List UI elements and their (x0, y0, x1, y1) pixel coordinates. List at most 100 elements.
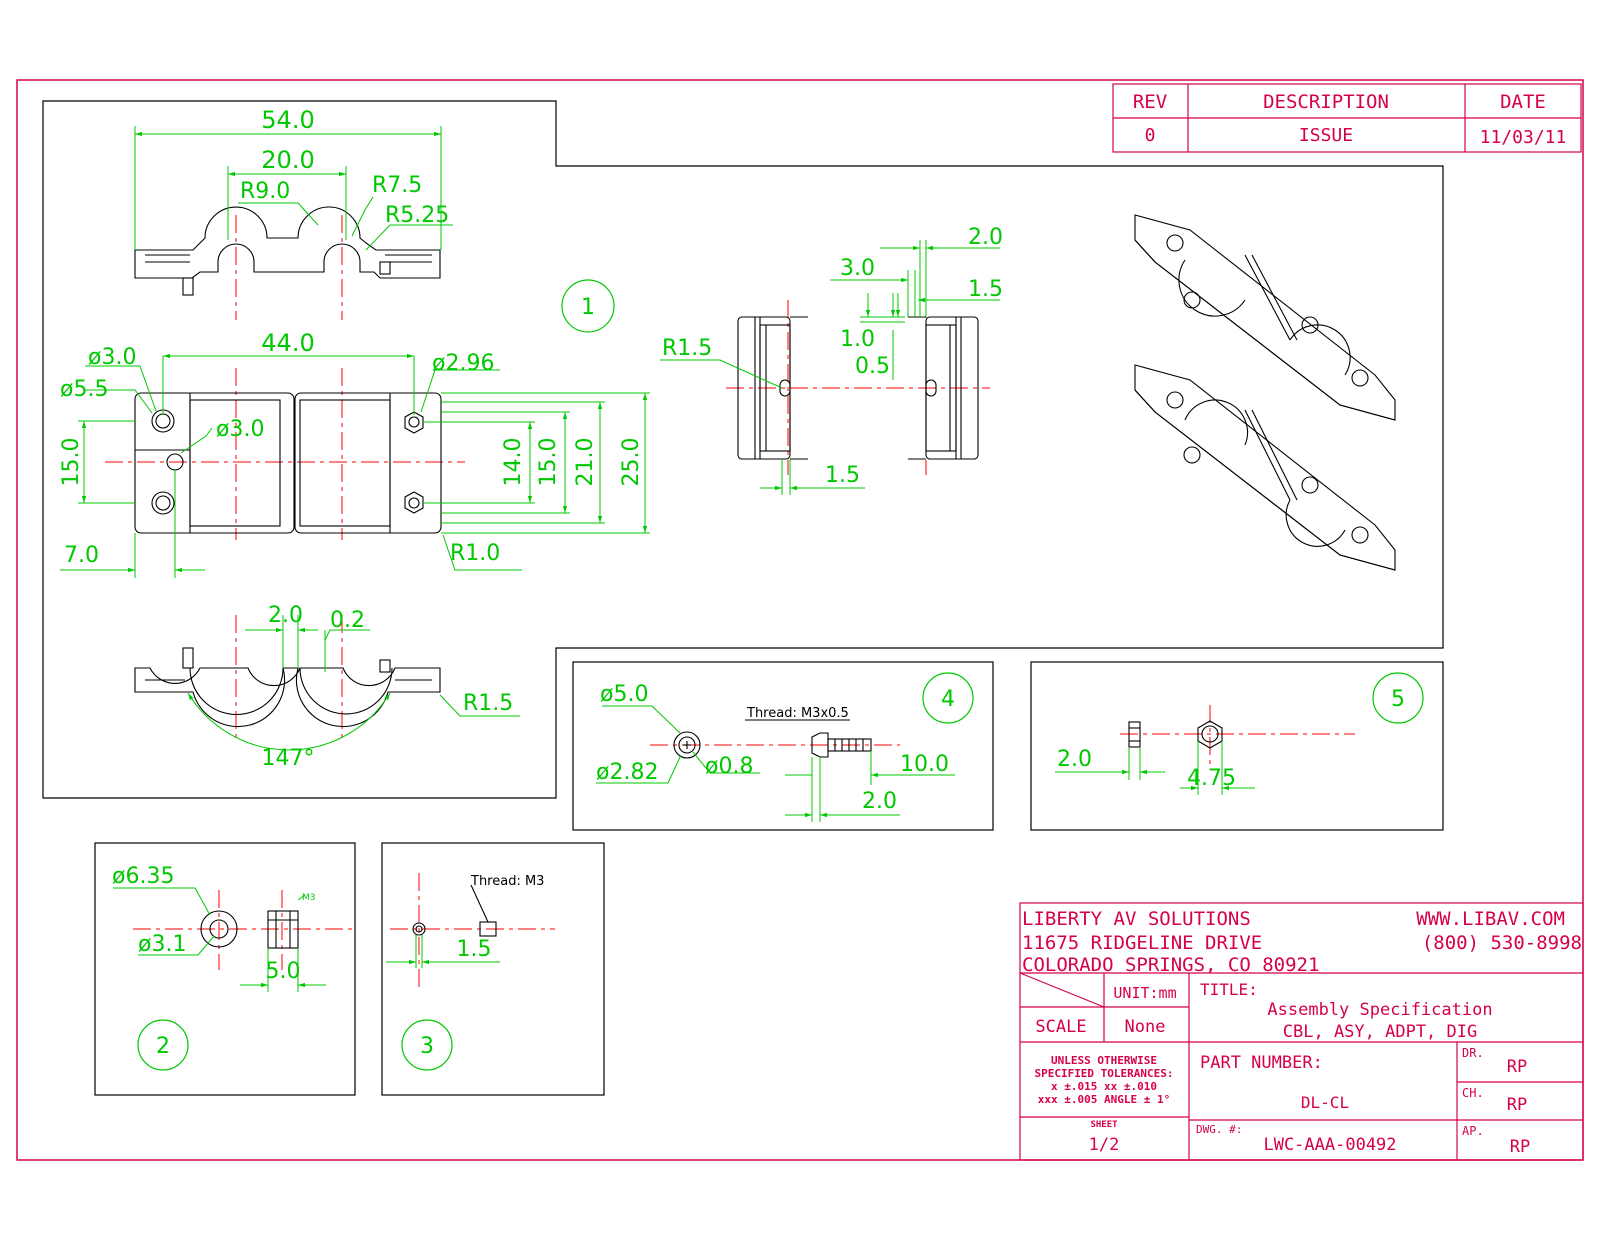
dim-overall-width: 54.0 (261, 106, 314, 134)
dim-side-2-0: 2.0 (968, 225, 1003, 250)
dim-screw-thread: Thread: M3x0.5 (746, 706, 849, 721)
ch-value: RP (1507, 1095, 1527, 1115)
view5-centerlines (1120, 705, 1355, 770)
unit-label: UNIT:mm (1113, 984, 1176, 1002)
dim-dia-3-mid: ø3.0 (216, 417, 264, 442)
dim-h-25: 25.0 (619, 438, 644, 487)
view2-dimension-lines (113, 887, 326, 992)
scale-value: None (1125, 1017, 1166, 1037)
view5-frame (1030, 661, 1444, 831)
side-view-dimension-lines (660, 240, 1000, 495)
view1-centerlines (105, 215, 465, 740)
dim-screw-head-h: 2.0 (862, 789, 897, 814)
view4-dimension-lines (596, 705, 955, 822)
view4-label: 4 (941, 687, 955, 712)
title-line2: CBL, ASY, ADPT, DIG (1283, 1022, 1477, 1042)
view3-centerlines (390, 873, 555, 990)
dr-value: RP (1507, 1057, 1527, 1077)
dwg-value: LWC-AAA-00492 (1263, 1135, 1396, 1155)
dim-side-1-0: 1.0 (840, 327, 875, 352)
dim-gap-0-2: 0.2 (330, 608, 365, 633)
tolerance-line-1: UNLESS OTHERWISE (1051, 1054, 1157, 1067)
view4-balloon (922, 672, 974, 724)
part-number-value: DL-CL (1301, 1093, 1349, 1112)
side-view-right-part (908, 316, 979, 460)
rev-header: REV (1133, 91, 1167, 113)
dim-h-14: 14.0 (501, 438, 526, 487)
sheet-border (16, 79, 1584, 1161)
dim-side-3-0: 3.0 (840, 256, 875, 281)
screw-end-view (673, 731, 701, 759)
dim-set-screw-thread: Thread: M3 (470, 874, 544, 889)
sheet-label: SHEET (1090, 1120, 1118, 1130)
dim-dia-2-96: ø2.96 (432, 351, 494, 376)
nut-front-view (1197, 720, 1223, 749)
dim-h-21: 21.0 (573, 438, 598, 487)
side-view-left-part (737, 316, 808, 460)
dim-height-15-left: 15.0 (59, 438, 84, 487)
dr-label: DR. (1462, 1046, 1484, 1060)
dim-side-1-5-top: 1.5 (968, 277, 1003, 302)
view3-frame (381, 842, 605, 1096)
ap-value: RP (1510, 1137, 1530, 1157)
dim-screw-head: ø5.0 (600, 682, 648, 707)
dim-hole-spacing: 44.0 (261, 329, 314, 357)
rev-value: 0 (1145, 125, 1156, 146)
clamp-plan-view (134, 392, 442, 534)
dim-nut-flats: 4.75 (1187, 766, 1236, 791)
screw-side-view (811, 732, 872, 758)
description-header: DESCRIPTION (1263, 91, 1389, 113)
tolerance-line-3: x ±.015 xx ±.010 (1051, 1080, 1157, 1093)
view2-label: 2 (156, 1034, 170, 1059)
ap-label: AP. (1462, 1124, 1484, 1138)
dim-screw-recess: ø0.8 (705, 754, 753, 779)
part-number-label: PART NUMBER: (1200, 1053, 1323, 1073)
view1-frame (42, 100, 1444, 799)
dim-r9: R9.0 (240, 179, 290, 204)
revision-block (1112, 83, 1582, 153)
dim-gap-2: 2.0 (268, 603, 303, 628)
dim-h-15: 15.0 (536, 438, 561, 487)
view5-balloon (1372, 672, 1424, 724)
dim-set-screw-length: 1.5 (457, 937, 492, 962)
standoff-side-view (267, 910, 299, 949)
standoff-end-view (200, 910, 238, 948)
dim-side-0-5: 0.5 (855, 354, 890, 379)
view1-balloon (561, 279, 615, 333)
company-phone: (800) 530-8998 (1422, 932, 1582, 954)
title-label: TITLE: (1200, 980, 1258, 999)
isometric-view-upper (1134, 214, 1396, 421)
nut-side-view (1128, 721, 1141, 748)
view2-balloon (137, 1019, 189, 1071)
date-header: DATE (1500, 91, 1546, 113)
tolerance-line-4: xxx ±.005 ANGLE ± 1° (1038, 1093, 1170, 1106)
company-web: WWW.LIBAV.COM (1416, 908, 1565, 930)
view3-dimension-lines (386, 935, 500, 968)
dim-r1-5-bottom: R1.5 (463, 691, 513, 716)
dim-standoff-outer: ø6.35 (112, 864, 174, 889)
dim-center-distance: 20.0 (261, 146, 314, 174)
view4-frame (572, 661, 994, 831)
view1-dimension-lines (60, 126, 650, 751)
dim-r5-25: R5.25 (385, 203, 449, 228)
isometric-view-lower (1134, 364, 1396, 571)
company-address1: 11675 RIDGELINE DRIVE (1022, 932, 1262, 954)
clamp-top-view (134, 206, 441, 296)
ch-label: CH. (1462, 1086, 1484, 1100)
view2-frame (94, 842, 356, 1096)
view5-label: 5 (1391, 687, 1405, 712)
dim-screw-shank: ø2.82 (596, 760, 658, 785)
clamp-bottom-view (134, 647, 441, 728)
dim-dia-5-5: ø5.5 (60, 377, 108, 402)
scale-label: SCALE (1035, 1017, 1086, 1037)
dim-r7-5: R7.5 (372, 173, 422, 198)
view3-balloon (401, 1019, 453, 1071)
dim-standoff-thread: M3 (302, 893, 316, 903)
dim-screw-length: 10.0 (900, 752, 949, 777)
dim-side-r1-5: R1.5 (662, 336, 712, 361)
date-value: 11/03/11 (1480, 127, 1567, 148)
dim-standoff-inner: ø3.1 (138, 932, 186, 957)
view3-label: 3 (420, 1034, 434, 1059)
tolerance-line-2: SPECIFIED TOLERANCES: (1034, 1067, 1173, 1080)
